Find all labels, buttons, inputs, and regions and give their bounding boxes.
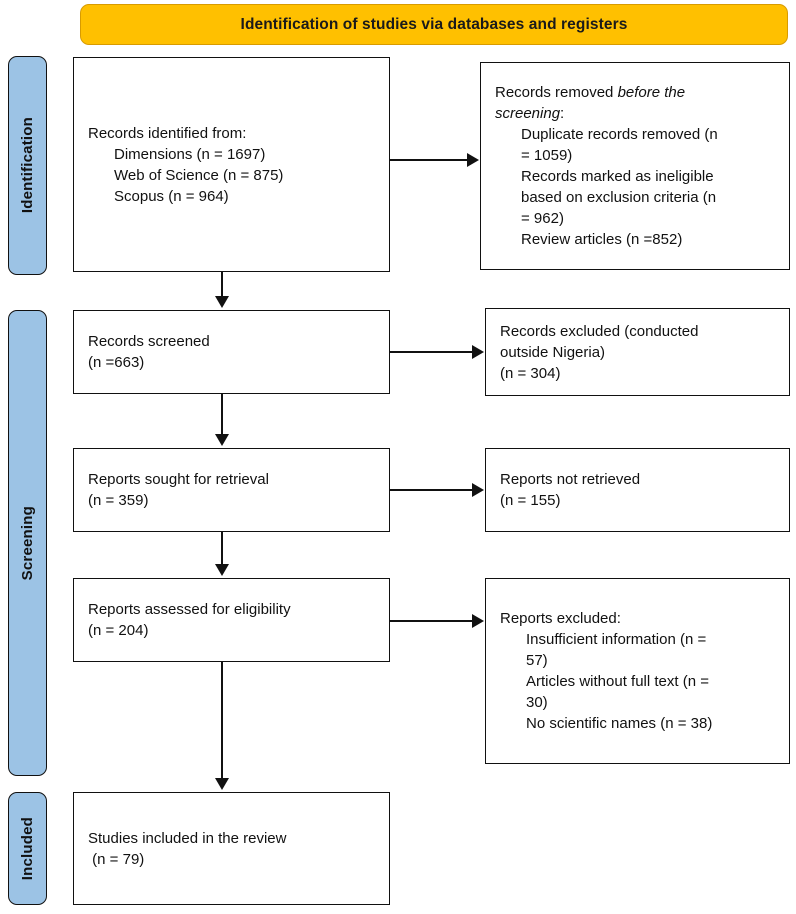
connector-line-horizontal	[390, 489, 473, 492]
stage-label-included: Included	[19, 816, 36, 881]
text-line: = 962)	[521, 210, 564, 227]
text-line: Articles without full text (n =	[526, 673, 709, 690]
text-line: (n = 304)	[500, 364, 561, 382]
text-line: Records excluded (conducted	[500, 322, 699, 340]
box-records-excluded: Records excluded (conducted outside Nige…	[485, 308, 790, 396]
text-line: 30)	[526, 694, 548, 711]
text-line: (n = 359)	[88, 492, 149, 509]
text-line: Studies included in the review	[88, 829, 287, 847]
text-line: Records identified from:	[88, 124, 247, 142]
text-line: based on exclusion criteria (n	[521, 189, 717, 206]
text-line: Reports sought for retrieval	[88, 471, 269, 488]
text-line: Review articles (n =852)	[521, 231, 683, 248]
arrowhead-down-icon	[215, 778, 229, 790]
text-line: (n = 79)	[88, 850, 145, 868]
arrowhead-right-icon	[472, 483, 484, 497]
text-fragment: Records removed	[495, 84, 618, 101]
box-reports-sought: Reports sought for retrieval (n = 359)	[73, 448, 390, 532]
text-line: Web of Science (n = 875)	[114, 166, 284, 184]
box-records-identified: Records identified from: Dimensions (n =…	[73, 57, 390, 272]
connector-line-vertical	[221, 532, 224, 566]
box-reports-assessed: Reports assessed for eligibility (n = 20…	[73, 578, 390, 662]
text-line: outside Nigeria)	[500, 343, 606, 361]
text-line: Reports not retrieved	[500, 471, 641, 488]
stage-bar-included: Included	[8, 792, 47, 905]
connector-line-vertical	[221, 394, 224, 436]
text-line: = 1059)	[521, 147, 573, 164]
text-line: Scopus (n = 964)	[114, 187, 229, 205]
connector-line-horizontal	[390, 620, 473, 623]
text-fragment-italic: screening	[495, 105, 561, 122]
arrowhead-right-icon	[472, 345, 484, 359]
diagram-header-banner: Identification of studies via databases …	[80, 4, 788, 45]
stage-bar-screening: Screening	[8, 310, 47, 776]
stage-label-identification: Identification	[19, 117, 36, 214]
stage-bar-identification: Identification	[8, 56, 47, 275]
connector-line-vertical	[221, 272, 224, 298]
text-line: No scientific names (n = 38)	[526, 715, 713, 732]
text-line: (n = 204)	[88, 622, 149, 639]
box-studies-included: Studies included in the review (n = 79)	[73, 792, 390, 905]
arrowhead-right-icon	[467, 153, 479, 167]
text-line: Duplicate records removed (n	[521, 126, 718, 143]
connector-line-horizontal	[390, 351, 473, 354]
text-line: Dimensions (n = 1697)	[114, 145, 266, 163]
box-reports-not-retrieved: Reports not retrieved (n = 155)	[485, 448, 790, 532]
text-line: 57)	[526, 652, 548, 669]
box-records-removed: Records removed before the screening: Du…	[480, 62, 790, 270]
text-line: Records removed before the	[495, 82, 775, 103]
connector-line-vertical	[221, 662, 224, 780]
arrowhead-down-icon	[215, 434, 229, 446]
text-fragment-italic: before the	[617, 84, 686, 101]
box-records-screened: Records screened (n =663)	[73, 310, 390, 394]
text-line: Reports excluded:	[500, 610, 621, 627]
diagram-title: Identification of studies via databases …	[240, 15, 628, 33]
text-line: (n = 155)	[500, 492, 561, 509]
text-line: Records marked as ineligible	[521, 168, 714, 185]
stage-label-screening: Screening	[19, 505, 36, 581]
arrowhead-right-icon	[472, 614, 484, 628]
box-reports-excluded: Reports excluded: Insufficient informati…	[485, 578, 790, 764]
text-line: Records screened	[88, 333, 210, 350]
arrowhead-down-icon	[215, 296, 229, 308]
text-line: (n =663)	[88, 354, 145, 371]
text-line: Reports assessed for eligibility	[88, 601, 291, 618]
arrowhead-down-icon	[215, 564, 229, 576]
text-line: screening:	[495, 103, 775, 124]
text-line: Insufficient information (n =	[526, 631, 707, 648]
text-fragment: :	[560, 105, 565, 122]
connector-line-horizontal	[390, 159, 468, 162]
